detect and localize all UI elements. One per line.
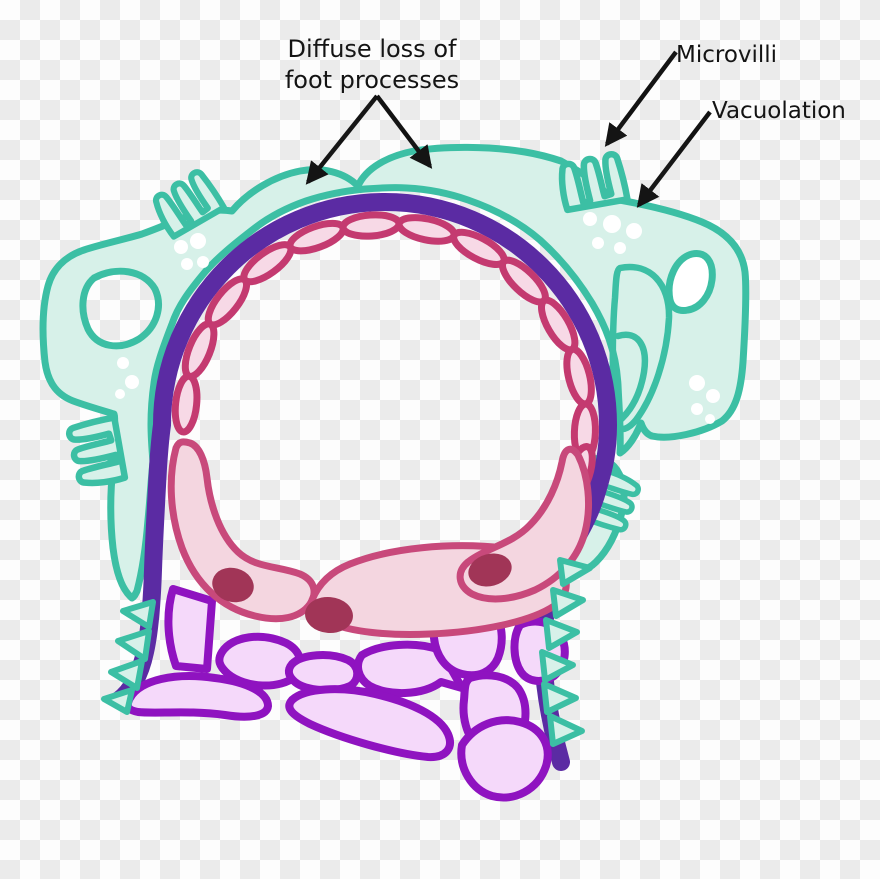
vacuole xyxy=(174,240,188,254)
annotation-arrows xyxy=(305,50,712,208)
mesangial-cell xyxy=(457,716,552,802)
fenestration xyxy=(171,372,201,436)
vacuole xyxy=(115,389,125,399)
foot-process xyxy=(557,557,593,587)
endothelial-nucleus xyxy=(305,596,353,634)
foot-process xyxy=(539,649,576,683)
foot-process xyxy=(115,628,152,662)
vacuole xyxy=(706,389,720,403)
diffuse-loss-arrow-right xyxy=(375,94,433,169)
podocyte-body xyxy=(39,143,750,602)
vacuole xyxy=(181,258,193,270)
foot-process xyxy=(120,599,156,630)
vacuole xyxy=(626,223,642,239)
mesangial-cell xyxy=(285,685,454,762)
diffuse-loss-arrow-left xyxy=(305,94,379,185)
cell-fold-line-inner xyxy=(614,331,649,426)
microvilli-arrow xyxy=(604,50,678,147)
fenestration xyxy=(339,211,403,240)
vacuole xyxy=(197,256,209,268)
foot-process xyxy=(550,587,586,619)
vacuole xyxy=(691,403,703,415)
foot-process xyxy=(547,713,585,747)
foot-process xyxy=(101,687,135,715)
foot-process xyxy=(541,681,579,715)
endothelial-cell-left xyxy=(167,438,318,623)
mesangial-cell xyxy=(284,651,362,695)
vacuole xyxy=(705,414,715,424)
endothelial-fenestrations xyxy=(171,211,599,504)
vacuole xyxy=(592,237,604,249)
vacuole xyxy=(583,212,597,226)
vacuolation-arrow xyxy=(636,110,712,208)
endothelial-nucleus xyxy=(212,567,254,603)
foot-process xyxy=(108,658,145,691)
microvilli-comb-left xyxy=(68,418,125,487)
endothelial-cells xyxy=(167,438,593,638)
vacuole xyxy=(125,375,139,389)
vacuole xyxy=(689,375,705,391)
mesangial-cell xyxy=(123,672,272,721)
foot-process xyxy=(543,617,580,651)
foot-processes xyxy=(101,557,593,747)
vacuolation-label: Vacuolation xyxy=(712,98,846,124)
microvilli-label: Microvilli xyxy=(676,42,777,68)
vacuoles xyxy=(115,212,720,424)
annotation-labels: Diffuse loss of foot processes Microvill… xyxy=(285,35,846,124)
endothelial-nucleus xyxy=(468,553,512,587)
microvilli-comb-top xyxy=(558,153,627,210)
large-vacuole xyxy=(665,250,716,314)
vacuole xyxy=(190,233,206,249)
diffuse-loss-label-line1: Diffuse loss of xyxy=(288,35,457,63)
vacuole xyxy=(603,215,621,233)
mesangial-cell xyxy=(164,585,216,673)
vacuole xyxy=(117,357,129,369)
cell-fold-line xyxy=(609,263,673,433)
diffuse-loss-label-line2: foot processes xyxy=(285,66,459,94)
vacuole xyxy=(614,242,626,254)
